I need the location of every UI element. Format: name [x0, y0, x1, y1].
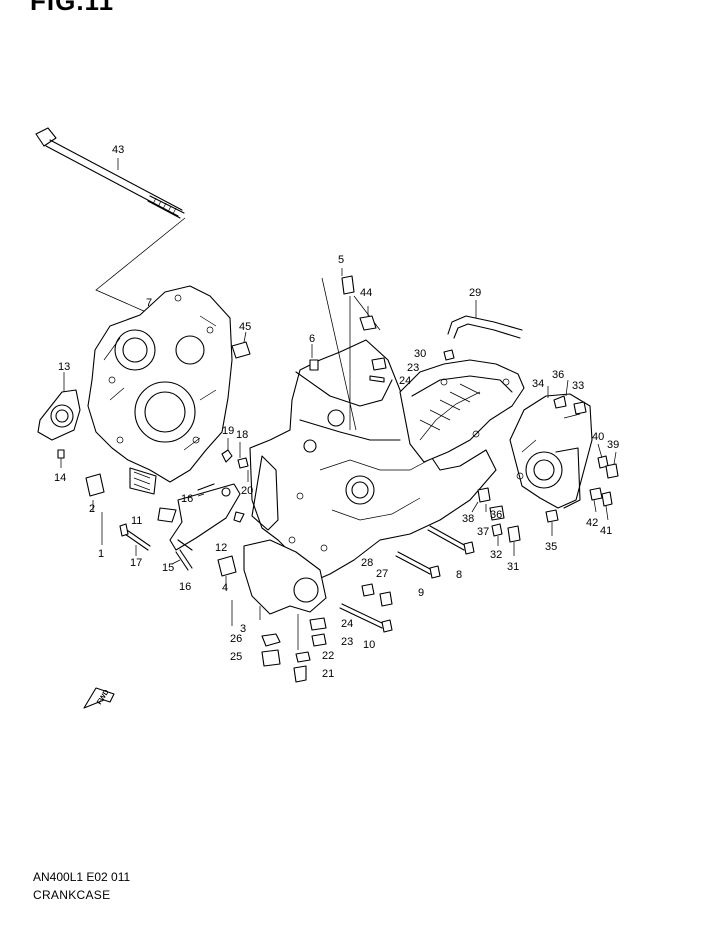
callout-27: 27: [376, 568, 388, 580]
callout-31: 31: [507, 561, 519, 573]
callout-40: 40: [592, 431, 604, 443]
callout-14: 14: [54, 472, 66, 484]
fwd-direction-arrow: [83, 687, 115, 709]
diagram-caption: CRANKCASE: [33, 888, 111, 902]
callout-17: 17: [130, 557, 142, 569]
callout-41: 41: [600, 525, 612, 537]
lower-left-small-parts: [85, 473, 241, 571]
callout-labels: 43 7 5 44 29 45 6 30 23 24 13 36 34 33 1…: [54, 144, 619, 706]
callout-18: 18: [236, 429, 248, 441]
callout-23-top: 23: [407, 362, 419, 374]
part-13-cover-plate: [37, 372, 81, 468]
callout-28: 28: [361, 557, 373, 569]
callout-10: 10: [363, 639, 375, 651]
parts-23-24-top: [369, 357, 387, 383]
callout-16-upper: 16: [181, 493, 193, 505]
callout-36-top: 36: [552, 369, 564, 381]
transmission-drive-case: [399, 359, 525, 463]
part-45-sensor: [231, 331, 251, 359]
part-43-long-bolt: [35, 127, 186, 313]
callout-19: 19: [222, 425, 234, 437]
crankcase-bolts: [339, 525, 475, 633]
parts-29-30-5-44-6: [309, 268, 523, 431]
callout-32: 32: [490, 549, 502, 561]
callout-1: 1: [98, 548, 104, 560]
callout-23-bottom: 23: [341, 636, 353, 648]
callout-7: 7: [146, 297, 152, 309]
figure-number: FIG.11: [30, 0, 115, 16]
left-crankcase-half: [87, 285, 233, 495]
callout-38: 38: [462, 513, 474, 525]
callout-15: 15: [162, 562, 174, 574]
callout-21: 21: [322, 668, 334, 680]
callout-34: 34: [532, 378, 544, 390]
callout-39: 39: [607, 439, 619, 451]
callout-3: 3: [240, 623, 246, 635]
callout-16-lower: 16: [179, 581, 191, 593]
callout-13: 13: [58, 361, 70, 373]
callout-20: 20: [241, 485, 253, 497]
lower-center-parts: [217, 539, 327, 683]
callout-35: 35: [545, 541, 557, 553]
callout-11: 11: [131, 515, 142, 527]
callout-26: 26: [230, 633, 242, 645]
callout-4: 4: [222, 582, 228, 594]
callout-37: 37: [477, 526, 489, 538]
callout-22: 22: [322, 650, 334, 662]
callout-12: 12: [215, 542, 227, 554]
diagram-code: AN400L1 E02 011: [33, 870, 131, 884]
callout-42: 42: [586, 517, 598, 529]
callout-29: 29: [469, 287, 481, 299]
callout-24-top: 24: [399, 375, 411, 387]
callout-9: 9: [418, 587, 424, 599]
callout-30: 30: [414, 348, 426, 360]
callout-8: 8: [456, 569, 462, 581]
callout-2: 2: [89, 503, 95, 515]
callout-5: 5: [338, 254, 344, 266]
callout-44: 44: [360, 287, 372, 299]
callout-24-bottom: 24: [341, 618, 353, 630]
callout-45: 45: [239, 321, 251, 333]
callout-25: 25: [230, 651, 242, 663]
callout-6: 6: [309, 333, 315, 345]
parts-18-19-20: [221, 438, 249, 523]
callout-33: 33: [572, 380, 584, 392]
callout-36-lower: 36: [490, 509, 502, 521]
right-side-cover-plate: [471, 379, 619, 556]
callout-43: 43: [112, 144, 124, 156]
